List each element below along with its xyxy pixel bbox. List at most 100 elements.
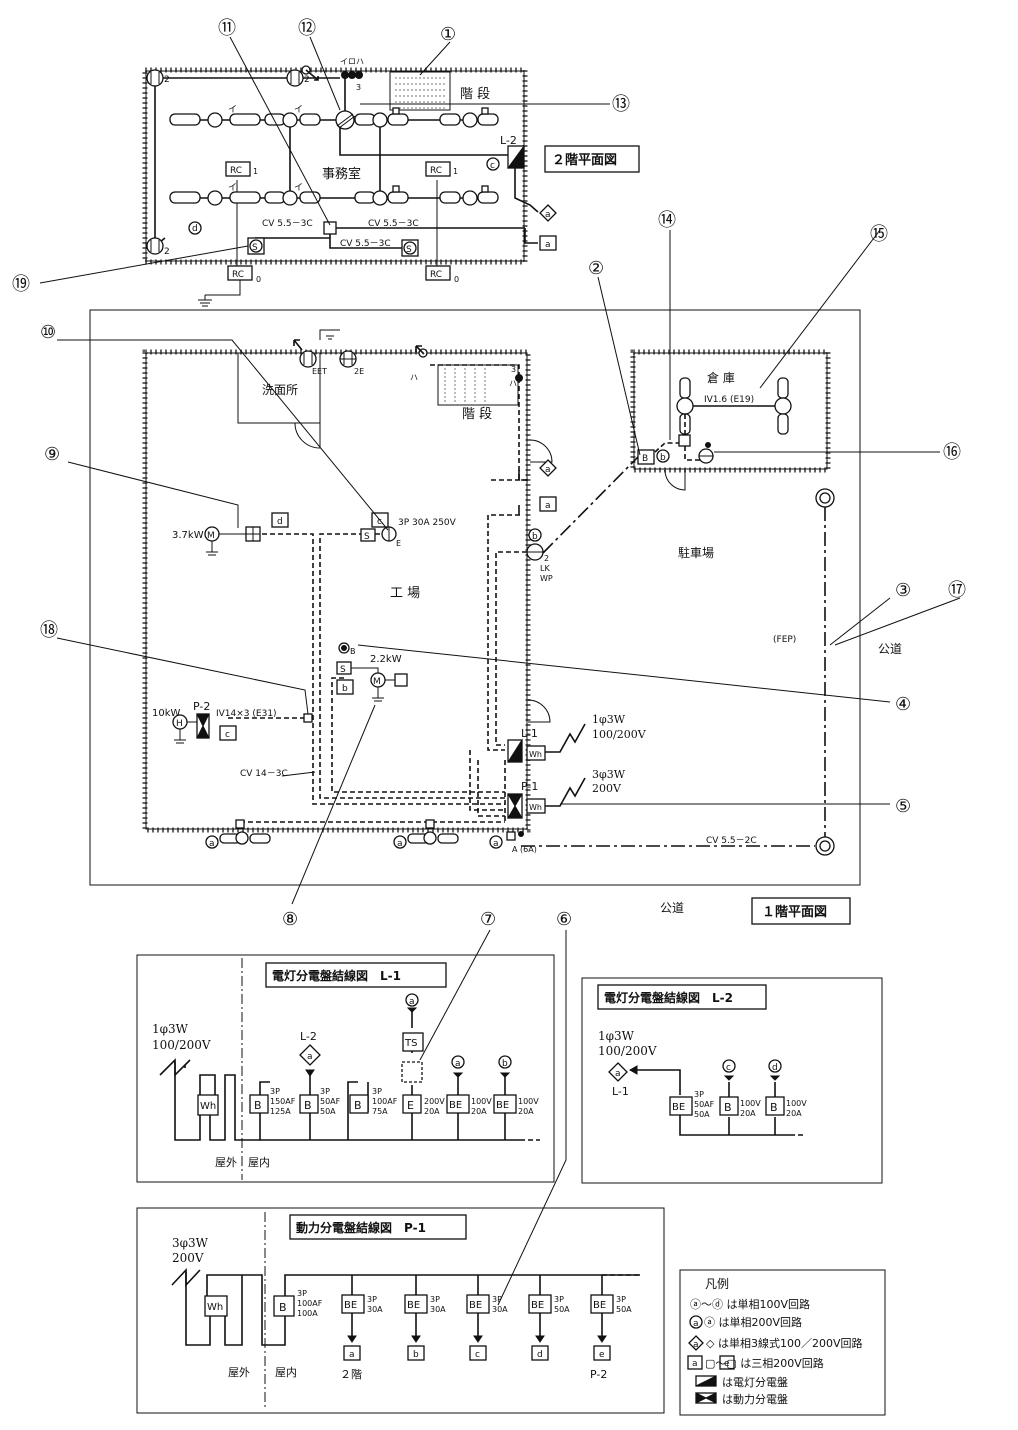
load-e: e bbox=[599, 1350, 605, 1360]
l1-diagram-title: 電灯分電盤結線図 L-1 bbox=[272, 968, 401, 983]
circuit-b-badge: b bbox=[502, 1059, 508, 1069]
circuit-d-badge: d bbox=[192, 224, 198, 234]
callout-11: ⑪ bbox=[218, 18, 236, 39]
breaker-b: B bbox=[770, 1101, 778, 1114]
br-spec: 3P bbox=[554, 1295, 564, 1304]
br-spec: 50AF bbox=[320, 1097, 341, 1106]
switch-ha-label: ハ bbox=[410, 373, 418, 382]
callout-17: ⑰ bbox=[948, 580, 966, 601]
panel-p2 bbox=[196, 713, 210, 739]
circuit-a-badge: a bbox=[493, 839, 499, 849]
l2-supply-phase: 1φ3W bbox=[598, 1029, 635, 1043]
l2-wiring-diagram: 電灯分電盤結線図 L-2 1φ3W 100/200V a L-1 BE B B … bbox=[581, 977, 883, 1184]
load-c: c bbox=[475, 1350, 480, 1360]
br-spec: 100V bbox=[740, 1099, 761, 1108]
br-spec: 75A bbox=[372, 1107, 388, 1116]
br-spec: 100V bbox=[786, 1099, 807, 1108]
floor2-plan: 階 段 事務室 ２階平面図 イ イ イ イ 2 2 bbox=[142, 57, 640, 307]
cable-cv14-label: CV 14－3C bbox=[240, 769, 288, 779]
wp-label: WP bbox=[540, 574, 553, 583]
breaker-be: BE bbox=[496, 1100, 509, 1111]
meter-wh-label: Wh bbox=[529, 750, 542, 759]
callout-leaders bbox=[39, 36, 961, 1306]
supply-l1-phase: 1φ3W bbox=[592, 713, 626, 726]
circuit-d-square: d bbox=[277, 517, 283, 527]
p1-meter-label: Wh bbox=[207, 1302, 223, 1313]
circuit-a-badge: a bbox=[409, 997, 415, 1007]
panel-l1 bbox=[507, 738, 523, 763]
office-label: 事務室 bbox=[322, 166, 361, 182]
legend-item: ◇ は単相3線式100／200V回路 bbox=[706, 1336, 862, 1350]
floor2-lights bbox=[169, 112, 499, 206]
callout-7: ⑦ bbox=[480, 909, 496, 930]
outlet-icon bbox=[286, 69, 304, 87]
br-spec: 3P bbox=[430, 1295, 440, 1304]
switch-s-label: S bbox=[406, 245, 412, 255]
callout-5: ⑤ bbox=[895, 796, 911, 817]
br-spec: 30A bbox=[430, 1305, 446, 1314]
cable-label: CV 5.5－3C bbox=[340, 239, 391, 249]
panel-p1-label: P-1 bbox=[521, 780, 538, 793]
l2-to-l1-label: L-1 bbox=[612, 1085, 629, 1098]
switch-s-label: S bbox=[340, 665, 346, 675]
circuit-b-badge: b bbox=[532, 532, 538, 542]
br-spec: 3P bbox=[616, 1295, 626, 1304]
rc-sub: 0 bbox=[256, 275, 261, 284]
br-spec: 20A bbox=[786, 1109, 802, 1118]
l1-to-l2-label: L-2 bbox=[300, 1030, 317, 1043]
floor1-title-box bbox=[751, 897, 851, 925]
legend-a-badge: a bbox=[693, 1319, 699, 1329]
lamp-i-label: イ bbox=[228, 105, 237, 115]
circuit-d-badge: d bbox=[772, 1063, 778, 1073]
switch-count: 3 bbox=[356, 83, 361, 92]
br-spec: 30A bbox=[367, 1305, 383, 1314]
motor-m-icon: M bbox=[373, 677, 381, 687]
br-spec: 20A bbox=[518, 1107, 534, 1116]
callout-4: ④ bbox=[895, 694, 911, 715]
supply-p1-phase: 3φ3W bbox=[592, 768, 626, 781]
switch-a6-label: A (6A) bbox=[512, 845, 537, 854]
legend-title: 凡例 bbox=[705, 1277, 729, 1291]
circuit-a-badge: a bbox=[455, 1059, 461, 1069]
br-spec: 3P bbox=[297, 1289, 307, 1298]
supply-l1-voltage: 100/200V bbox=[592, 728, 647, 741]
br-spec: 100V bbox=[518, 1097, 539, 1106]
callout-13: ⑬ bbox=[612, 94, 630, 115]
callout-18: ⑱ bbox=[40, 620, 58, 641]
circuit-a-diamond: a bbox=[545, 465, 551, 475]
l2-diagram-title: 電灯分電盤結線図 L-2 bbox=[604, 990, 733, 1005]
heater-wiring-label: IV14×3 (E31) bbox=[216, 709, 277, 719]
p1-diagram-title: 動力分電盤結線図 P-1 bbox=[296, 1220, 426, 1235]
br-spec: 3P bbox=[372, 1087, 382, 1096]
breaker-be: BE bbox=[469, 1300, 482, 1311]
outlet-e-label: E bbox=[396, 539, 401, 548]
legend-item: は電灯分電盤 bbox=[722, 1376, 788, 1389]
outlet-icon bbox=[146, 69, 164, 87]
legend-item: ⓐ は単相200V回路 bbox=[704, 1315, 802, 1329]
heater-h-icon: H bbox=[176, 719, 183, 729]
outlet-count: 2 bbox=[164, 247, 170, 257]
circuit-a-diamond: a bbox=[545, 210, 551, 220]
factory-label: 工 場 bbox=[390, 586, 420, 601]
l1-meter-label: Wh bbox=[200, 1101, 216, 1112]
lamp-i-label: イ bbox=[294, 183, 303, 193]
switch-iroha: イロハ bbox=[340, 57, 364, 66]
lamp-i-label: イ bbox=[294, 105, 303, 115]
circuit-a-square: a bbox=[545, 501, 551, 511]
panel-p2-label: P-2 bbox=[193, 700, 210, 713]
heater-label: 10kW bbox=[152, 708, 181, 719]
outlet-icon bbox=[146, 237, 164, 255]
public-road-label: 公道 bbox=[878, 642, 902, 656]
switch-count: 3 bbox=[511, 365, 516, 374]
floor1-stairs-label: 階 段 bbox=[462, 407, 492, 422]
br-spec: 20A bbox=[424, 1107, 440, 1116]
callout-3: ③ bbox=[895, 580, 911, 601]
switch-ha-label: ハ bbox=[509, 379, 517, 388]
br-spec: 100AF bbox=[372, 1097, 398, 1106]
callout-15: ⑮ bbox=[870, 224, 888, 245]
legend-a-diamond: a bbox=[693, 1340, 699, 1350]
br-spec: 50A bbox=[616, 1305, 632, 1314]
br-spec: 100A bbox=[297, 1309, 318, 1318]
panel-l2-label: L-2 bbox=[500, 134, 517, 147]
rc-label: RC bbox=[232, 270, 244, 280]
